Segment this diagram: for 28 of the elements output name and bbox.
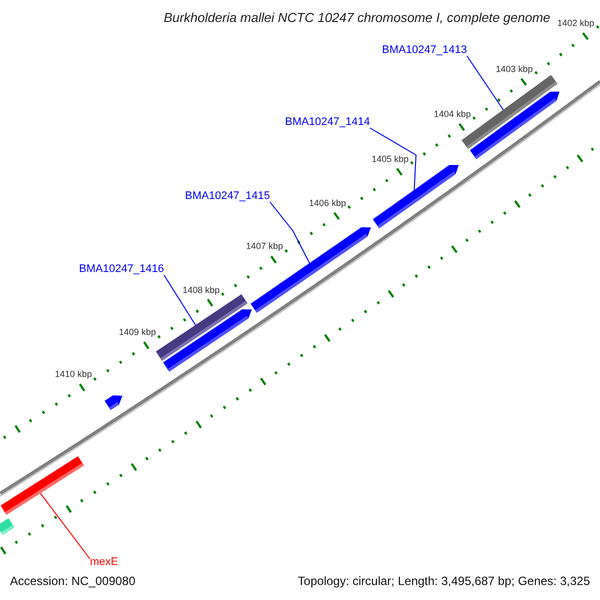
- leader-line: [40, 492, 90, 560]
- tick-label: 1402 kbp: [557, 17, 594, 30]
- tick-label: 1404 kbp: [434, 108, 471, 120]
- gene-label: BMA10247_1415: [185, 190, 270, 202]
- tick-label: 1407 kbp: [246, 240, 284, 252]
- gene-bar: [0, 518, 14, 535]
- leader-line: [370, 128, 417, 191]
- leader-line: [466, 56, 504, 110]
- gene-label: BMA10247_1416: [79, 263, 164, 275]
- gene-block: [163, 309, 252, 372]
- gene-bar: [0, 456, 84, 515]
- gene-block: [104, 395, 122, 410]
- gene-block: [470, 92, 560, 160]
- leader-line: [270, 202, 310, 264]
- tick-label: 1403 kbp: [496, 63, 533, 75]
- leader-line: [164, 274, 196, 326]
- gene-label: mexE: [90, 556, 118, 568]
- genome-stats-text: Topology: circular; Length: 3,495,687 bp; Genes: 3,325: [298, 575, 590, 587]
- tick-label: 1406 kbp: [308, 196, 346, 209]
- gene-label: BMA10247_1414: [285, 116, 370, 128]
- tick-label: 1408 kbp: [182, 284, 220, 296]
- tick-label: 1409 kbp: [118, 326, 156, 338]
- gene-block: [372, 165, 459, 228]
- map-title: Burkholderia mallei NCTC 10247 chromosome I, complete genome: [164, 10, 550, 25]
- tick-label: 1410 kbp: [54, 368, 92, 380]
- tick-label: 1405 kbp: [372, 152, 409, 165]
- gene-label: BMA10247_1413: [382, 44, 468, 56]
- accession-text: Accession: NC_009080: [10, 575, 136, 587]
